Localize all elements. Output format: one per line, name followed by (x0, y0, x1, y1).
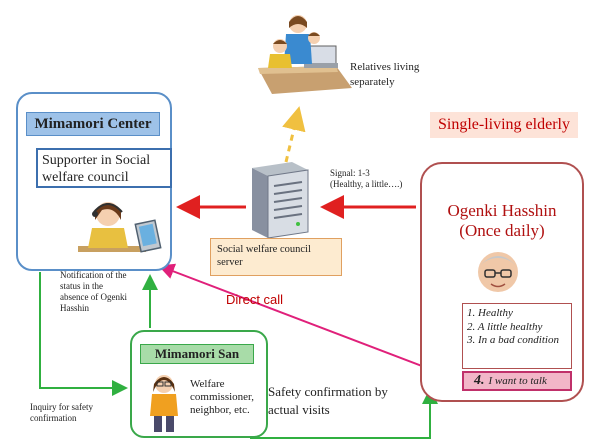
single-living-elderly-label: Single-living elderly (430, 112, 578, 138)
volunteer-woman-icon (150, 375, 178, 432)
status-option[interactable]: 2. A little healthy (467, 320, 543, 333)
signal-line-2: (Healthy, a little….) (330, 179, 403, 189)
supporter-label: Supporter in Social welfare council (36, 148, 172, 188)
talk-label: I want to talk (488, 375, 547, 387)
notification-label: Notification of the status in the absenc… (60, 270, 127, 313)
safety-confirmation-label: Safety confirmation by actual visits (268, 384, 388, 417)
family-computer-icon (258, 15, 352, 94)
status-option[interactable]: 3. In a bad condition (467, 334, 559, 346)
server-label: Social welfare council server (210, 238, 342, 276)
operator-headset-icon (78, 202, 162, 253)
elderly-person-icon (478, 252, 518, 292)
arrow-server-to-relatives (282, 106, 306, 163)
direct-call-label: Direct call (226, 292, 284, 307)
arrow-san-to-elderly (250, 388, 438, 439)
signal-description: Signal: 1-3 (Healthy, a little….) (330, 168, 420, 190)
relatives-label: Relatives living separately (350, 61, 420, 88)
talk-number: 4. (474, 373, 485, 388)
mimamori-san-description: Welfare commissioner, neighbor, etc. (190, 378, 255, 416)
mimamori-san-title: Mimamori San (140, 344, 254, 364)
signal-line-1: Signal: 1-3 (330, 168, 370, 178)
mimamori-center-title: Mimamori Center (26, 112, 160, 136)
want-to-talk-button[interactable]: 4.I want to talk (462, 371, 572, 391)
ogenki-hasshin-name: Ogenki Hasshin (447, 201, 557, 220)
inquiry-label: Inquiry for safety confirmation (30, 402, 93, 423)
status-option[interactable]: 1. Healthy (467, 307, 513, 319)
arrow-direct-call (158, 263, 465, 383)
server-icon (252, 162, 309, 239)
ogenki-hasshin-frequency: (Once daily) (459, 221, 545, 240)
status-options-list: 1. Healthy 2. A little healthy 3. In a b… (462, 303, 572, 369)
arrow-center-to-san (39, 272, 128, 396)
